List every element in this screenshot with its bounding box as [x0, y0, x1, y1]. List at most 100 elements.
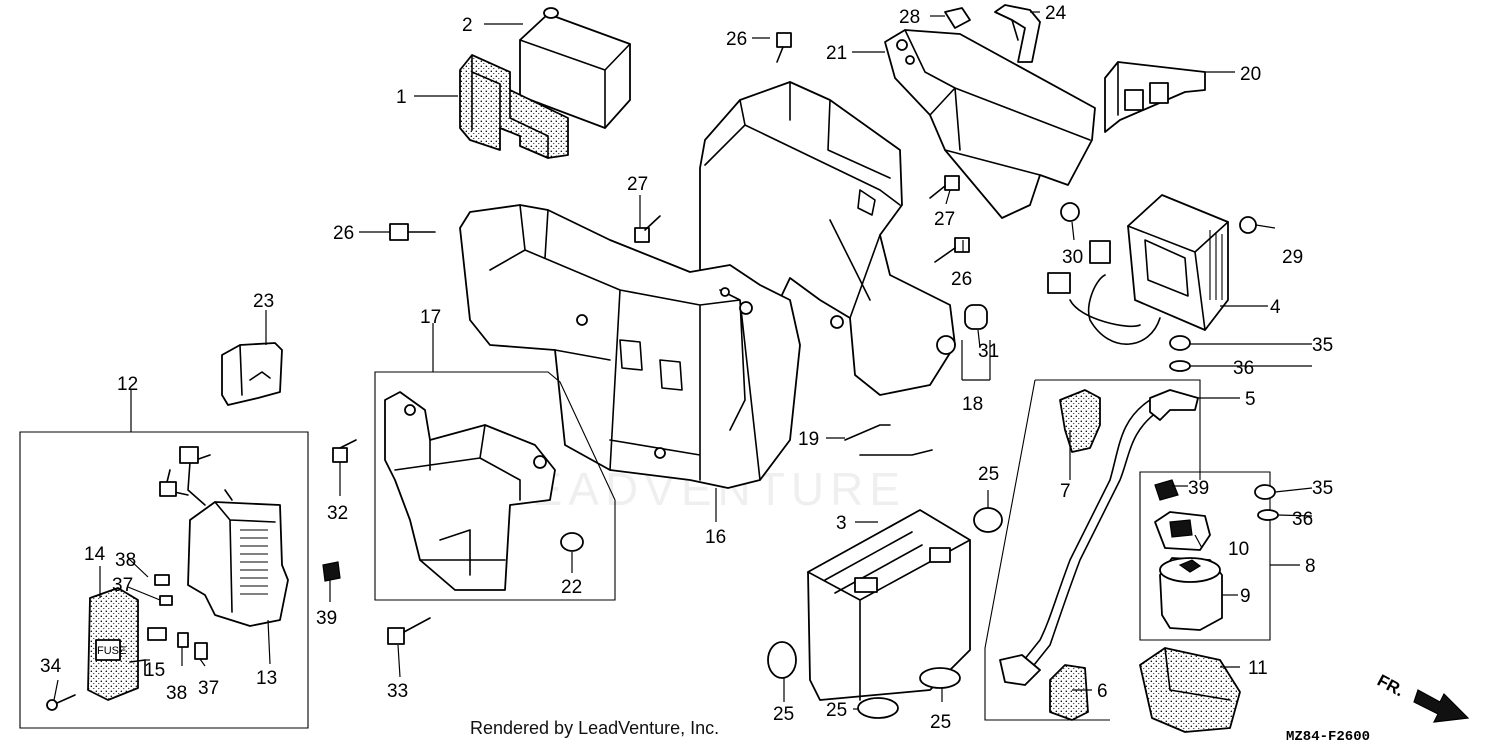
callout-15[interactable]: 15 — [144, 660, 165, 681]
callout-35-b[interactable]: 35 — [1312, 478, 1333, 499]
part-21-upper-bracket[interactable] — [884, 29, 1096, 219]
callout-14[interactable]: 14 — [84, 544, 106, 565]
callout-18[interactable]: 18 — [962, 394, 983, 415]
fasteners[interactable] — [46, 7, 1279, 719]
callout-3[interactable]: 3 — [836, 513, 847, 534]
callout-6[interactable]: 6 — [1097, 681, 1108, 702]
part-6-boot[interactable] — [1049, 664, 1089, 721]
grommet-25-b[interactable] — [767, 641, 797, 679]
bolt-33[interactable] — [387, 627, 405, 645]
callout-11[interactable]: 11 — [1248, 658, 1268, 679]
washer-36-b[interactable] — [1257, 509, 1279, 521]
part-39-fuse-a[interactable] — [1154, 479, 1179, 501]
bolt-19[interactable] — [844, 424, 933, 456]
nut-29[interactable] — [1239, 216, 1257, 234]
part-7-boot[interactable] — [1059, 389, 1101, 453]
part-8-group[interactable] — [1139, 471, 1271, 641]
part-4-regulator[interactable] — [1047, 194, 1229, 345]
collar-31[interactable] — [964, 304, 988, 330]
washer-36-a[interactable] — [1169, 360, 1191, 372]
grommet-22[interactable] — [560, 532, 584, 552]
callout-2[interactable]: 2 — [462, 15, 473, 36]
bolt-27-right[interactable] — [944, 175, 960, 191]
callout-labels: 1 2 3 4 5 6 7 8 9 10 11 12 13 14 15 16 1… — [40, 3, 1333, 733]
callout-39-b[interactable]: 39 — [316, 608, 337, 629]
callout-25-a[interactable]: 25 — [978, 464, 999, 485]
callout-26-b[interactable]: 26 — [333, 223, 354, 244]
callout-19[interactable]: 19 — [798, 429, 819, 450]
bolt-32[interactable] — [332, 447, 348, 463]
callout-1[interactable]: 1 — [396, 87, 407, 108]
part-3-battery[interactable] — [807, 509, 971, 701]
callout-22[interactable]: 22 — [561, 577, 582, 598]
part-5-group[interactable] — [984, 379, 1201, 721]
callout-24[interactable]: 24 — [1045, 3, 1067, 24]
direction-label: FR. — [1374, 671, 1407, 701]
callout-35-a[interactable]: 35 — [1312, 335, 1333, 356]
part-16-tray-front[interactable] — [459, 204, 801, 489]
callout-17[interactable]: 17 — [420, 307, 441, 328]
callout-23[interactable]: 23 — [253, 291, 274, 312]
callout-12[interactable]: 12 — [117, 374, 138, 395]
callout-4[interactable]: 4 — [1270, 297, 1281, 318]
callout-21[interactable]: 21 — [826, 43, 847, 64]
nut-35-a[interactable] — [1169, 335, 1191, 351]
callout-25-c[interactable]: 25 — [826, 700, 847, 721]
nut-35-b[interactable] — [1254, 484, 1276, 500]
screw-34[interactable] — [46, 699, 58, 711]
callout-32[interactable]: 32 — [327, 503, 348, 524]
callout-28[interactable]: 28 — [899, 7, 920, 28]
callout-25-b[interactable]: 25 — [773, 704, 794, 725]
callout-34[interactable]: 34 — [40, 656, 62, 677]
bolt-26-top[interactable] — [776, 32, 792, 48]
callout-36-a[interactable]: 36 — [1233, 358, 1254, 379]
callout-9[interactable]: 9 — [1240, 586, 1251, 607]
part-14-fuse-cover[interactable]: FUSE — [87, 587, 146, 701]
callout-5[interactable]: 5 — [1245, 389, 1256, 410]
nut-30[interactable] — [1060, 202, 1080, 222]
callout-27-a[interactable]: 27 — [627, 174, 648, 195]
part-17-group[interactable] — [374, 371, 616, 601]
callout-31[interactable]: 31 — [978, 341, 999, 362]
callout-8[interactable]: 8 — [1305, 556, 1316, 577]
part-13-fuse-box[interactable] — [159, 446, 289, 627]
callout-36-b[interactable]: 36 — [1292, 509, 1313, 530]
part-9-relay[interactable] — [1159, 557, 1223, 631]
bolt-27-left[interactable] — [634, 227, 650, 243]
callout-10[interactable]: 10 — [1228, 539, 1249, 560]
drawing-code: MZ84-F2600 — [1286, 729, 1370, 745]
part-23-clip[interactable] — [221, 342, 283, 406]
callout-20[interactable]: 20 — [1240, 64, 1261, 85]
part-20-connector-bracket[interactable] — [1104, 61, 1206, 133]
fuses-small[interactable] — [147, 574, 208, 660]
grommet-25-c[interactable] — [857, 697, 899, 719]
part-10-connector[interactable] — [1154, 511, 1211, 551]
leader-lines — [53, 11, 1313, 710]
part-1-foam-bracket[interactable] — [459, 54, 569, 159]
callout-13[interactable]: 13 — [256, 668, 277, 689]
part-11-relay-cover[interactable] — [1139, 647, 1241, 733]
grommet-28[interactable] — [944, 7, 971, 29]
callout-37-b[interactable]: 37 — [198, 678, 219, 699]
callout-25-d[interactable]: 25 — [930, 712, 951, 733]
callout-37-a[interactable]: 37 — [112, 575, 133, 596]
callout-16[interactable]: 16 — [705, 527, 726, 548]
grommet-25-a[interactable] — [973, 507, 1003, 533]
callout-39-a[interactable]: 39 — [1188, 478, 1209, 499]
grommet-25-d[interactable] — [919, 667, 961, 689]
part-24-clip[interactable] — [994, 4, 1041, 63]
bolt-26-left[interactable] — [389, 223, 409, 241]
callout-27-b[interactable]: 27 — [934, 209, 955, 230]
part-39-fuse-b[interactable] — [322, 561, 341, 582]
callout-38-b[interactable]: 38 — [166, 683, 187, 704]
callout-38-a[interactable]: 38 — [115, 550, 136, 571]
callout-29[interactable]: 29 — [1282, 247, 1303, 268]
callout-26-c[interactable]: 26 — [951, 269, 972, 290]
callout-26-a[interactable]: 26 — [726, 29, 747, 50]
callout-33[interactable]: 33 — [387, 681, 408, 702]
bolt-26-mid[interactable] — [954, 237, 970, 253]
callout-7[interactable]: 7 — [1060, 481, 1071, 502]
part-12-group[interactable] — [19, 431, 309, 729]
callout-30[interactable]: 30 — [1062, 247, 1083, 268]
